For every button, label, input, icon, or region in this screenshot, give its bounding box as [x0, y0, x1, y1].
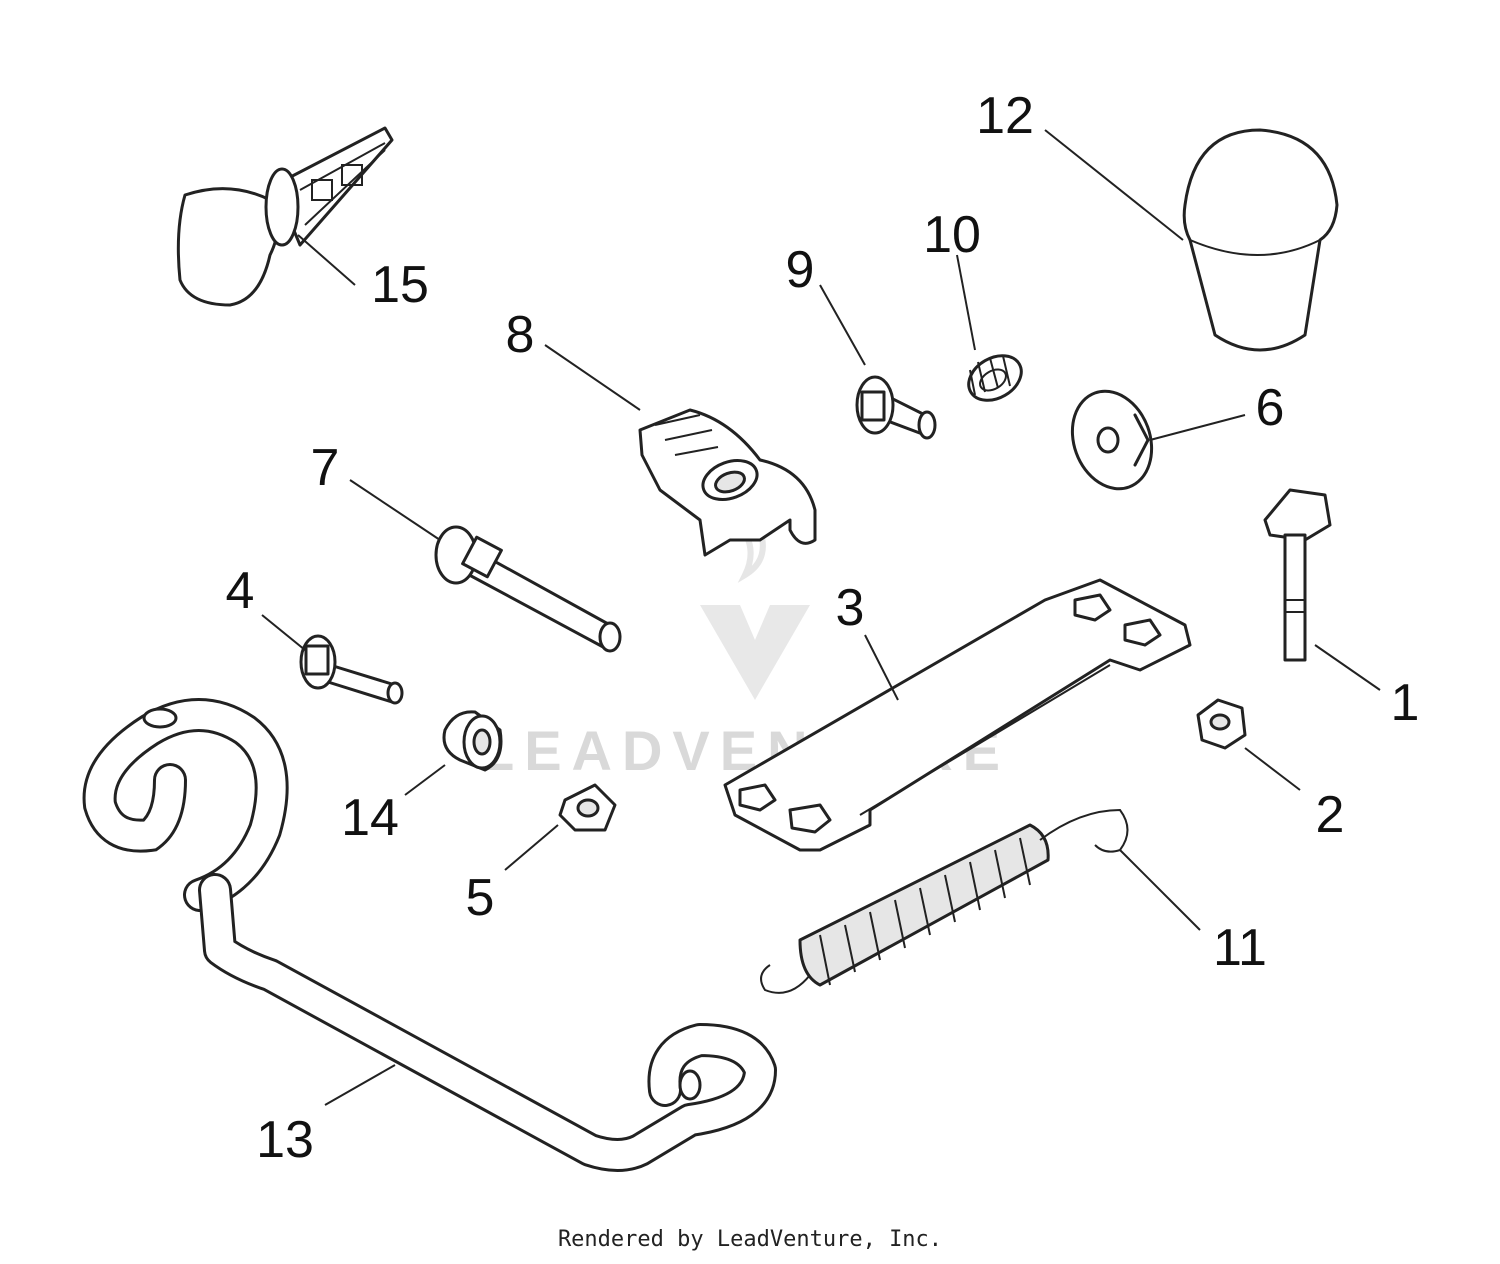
callout-5: 5: [466, 869, 495, 927]
callout-15: 15: [371, 256, 429, 314]
callout-numbers: 1 2 3 4 5 6 7 8 9 10 11 12 13 14 15: [226, 87, 1420, 1169]
callout-13: 13: [256, 1111, 314, 1169]
callout-12: 12: [976, 87, 1034, 145]
callout-8: 8: [506, 306, 535, 364]
credit-text: Rendered by LeadVenture, Inc.: [558, 1227, 942, 1252]
leader-lines: [261, 129, 1381, 1106]
callout-1: 1: [1391, 674, 1420, 732]
part-11-spring[interactable]: [760, 808, 1129, 994]
callout-10: 10: [923, 206, 981, 264]
part-8-lever-arm[interactable]: [638, 408, 817, 557]
part-10-bearing[interactable]: [961, 347, 1029, 410]
part-4-shoulder-bolt[interactable]: [299, 634, 404, 705]
part-15-knob[interactable]: [176, 126, 394, 307]
callout-11: 11: [1213, 919, 1267, 977]
part-2-nut[interactable]: [1196, 698, 1247, 750]
part-12-grip[interactable]: [1182, 128, 1339, 352]
part-7-clevis-pin[interactable]: [434, 525, 622, 653]
callout-9: 9: [786, 241, 815, 299]
callout-14: 14: [341, 789, 399, 847]
part-6-flange-washer[interactable]: [1059, 380, 1165, 500]
part-14-bushing[interactable]: [442, 710, 503, 772]
part-1-bolt[interactable]: [1263, 488, 1332, 662]
callout-4: 4: [226, 562, 255, 620]
callout-7: 7: [311, 439, 340, 497]
callout-2: 2: [1316, 786, 1345, 844]
part-5-flange-nut[interactable]: [558, 783, 617, 832]
part-3-link-plate[interactable]: [723, 578, 1192, 852]
part-9-shoulder-bolt[interactable]: [855, 375, 937, 440]
part-13-bent-rod[interactable]: [82, 698, 777, 1172]
callout-6: 6: [1256, 379, 1285, 437]
callout-3: 3: [836, 579, 865, 637]
